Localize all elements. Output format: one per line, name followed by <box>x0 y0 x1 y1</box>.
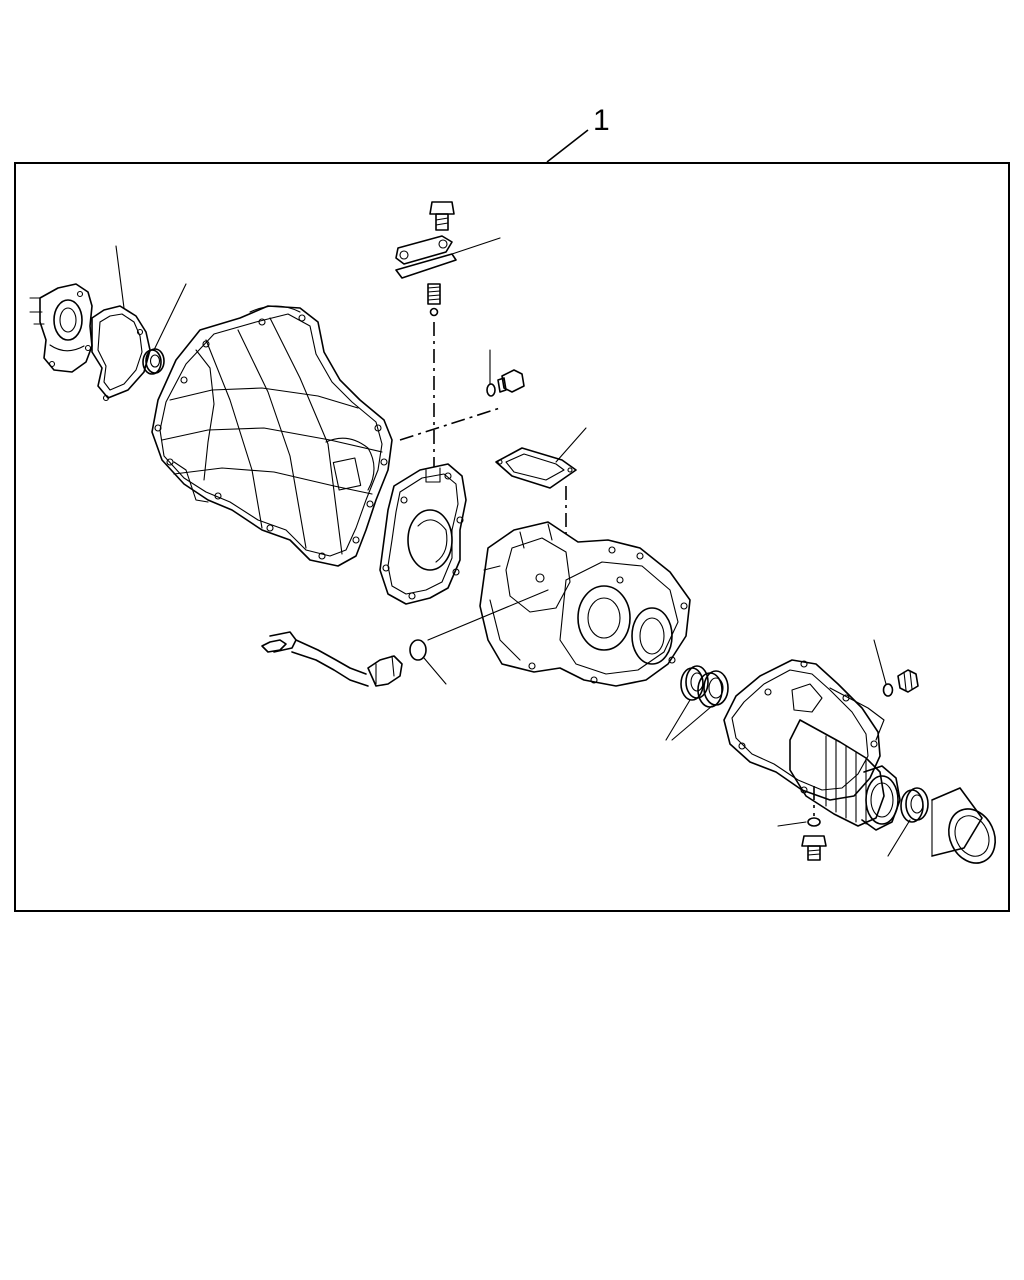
dust-cover-icon <box>931 787 996 864</box>
front-retainer-icon <box>29 283 93 373</box>
alignment-line-sensor <box>427 589 549 641</box>
cover-gasket-icon <box>495 447 577 489</box>
lock-bolt-icon <box>429 201 455 231</box>
fill-plug-gasket-icon <box>882 683 894 697</box>
leader-fill-plug-gasket <box>873 639 887 685</box>
callout-number: 1 <box>593 104 610 137</box>
leader-cover-gasket <box>555 427 587 463</box>
marker-sensor-washer <box>447 683 465 701</box>
front-gasket-icon <box>91 305 151 402</box>
leader-drain-plug-gasket <box>777 821 807 827</box>
ball-icon <box>429 307 439 317</box>
speed-sensor-icon <box>261 631 403 687</box>
plug-icon <box>497 369 525 393</box>
leader-rear-oil-seal <box>887 819 911 857</box>
spring-icon <box>427 283 441 305</box>
rear-oil-seal-icon <box>900 787 929 823</box>
marker-drain-plug-gasket <box>757 819 775 837</box>
callout-leader <box>546 129 589 163</box>
leader-sensor-washer <box>423 657 447 685</box>
marker-fill-plug-gasket <box>863 623 881 641</box>
marker-case-oil-seals <box>651 743 669 761</box>
leader-case-oil-seal-a <box>665 699 691 741</box>
rear-housing-icon <box>723 659 901 831</box>
extension-housing-icon <box>479 521 691 687</box>
marker-lock-plate <box>495 227 513 245</box>
marker-front-oil-seal <box>187 263 205 281</box>
leader-front-gasket <box>115 245 125 309</box>
drain-plug-gasket-icon <box>807 817 821 827</box>
marker-cover-gasket <box>585 411 603 429</box>
marker-front-gasket <box>105 225 123 243</box>
assembly-frame <box>14 162 1010 912</box>
sensor-washer-icon <box>409 639 427 661</box>
marker-plug-gasket <box>483 327 501 345</box>
marker-rear-oil-seal <box>873 859 891 877</box>
lock-plate-icon <box>395 235 457 279</box>
drain-plug-icon <box>801 835 827 861</box>
front-oil-seal-icon <box>142 348 165 375</box>
leader-case-oil-seal-b <box>671 705 713 741</box>
intermediate-plate-icon <box>379 463 467 605</box>
leader-lock-plate <box>451 237 501 255</box>
leader-front-oil-seal <box>153 283 187 351</box>
plug-gasket-icon <box>486 383 496 397</box>
fill-plug-icon <box>897 669 919 693</box>
transmission-case-icon <box>151 305 393 567</box>
alignment-line-case-plate <box>399 407 501 441</box>
case-oil-seals-icon <box>680 665 729 708</box>
